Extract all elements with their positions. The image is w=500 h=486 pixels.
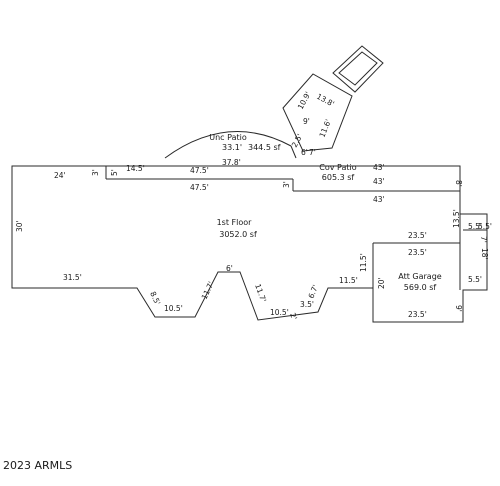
cov-patio-area: 605.3 sf [322,173,355,182]
dim-label: 9' [454,305,463,312]
dim-label: 5.5' [478,222,492,231]
garage-area: 569.0 sf [404,283,437,292]
dim-label: 31.5' [63,273,82,282]
dim-label: 2.5' [290,132,305,149]
unc-patio-area: 344.5 sf [248,143,281,152]
dim-label: 23.5' [408,231,427,240]
dim-label: 11.5' [339,276,358,285]
dim-label: 8.5' [148,290,162,306]
dim-label: 11.6' [318,118,333,139]
dim-label: 43' [373,177,385,186]
dim-label: 7' [309,148,316,157]
dim-label: 23.5' [408,310,427,319]
dim-label: 37.8' [222,158,241,167]
dim-label: 24' [54,171,66,180]
dim-label: 13.5' [452,209,461,228]
cov-patio-label: Cov Patio [319,163,356,172]
first-floor-area: 3052.0 sf [219,230,257,239]
dim-label: 11.7' [200,280,216,301]
dim-label: 13.8' [315,92,336,109]
dim-label: 3' [91,169,100,176]
dim-label: 43' [373,163,385,172]
dim-label: 5' [110,169,119,176]
dim-label: 6' [301,148,308,157]
dim-label: 11.7' [253,283,268,304]
dim-label: 11.5' [359,253,368,272]
dim-label: 8' [454,180,463,187]
first-floor-outline [11,165,488,323]
dim-label: 10.9' [296,90,313,111]
dim-label: 23.5' [408,248,427,257]
dim-label: 10.5' [270,308,289,317]
dim-label: 3.5' [300,300,314,309]
dim-label: 47.5' [190,166,209,175]
dim-label: 9' [303,117,310,126]
dim-label: 14.5' [126,164,145,173]
dim-label: 10.5' [164,304,183,313]
copyright-label: 2023 ARMLS [3,459,73,472]
pool-deck [282,73,353,152]
dim-label: 20' [377,277,386,289]
unc-patio-outline [164,131,292,159]
first-floor-label: 1st Floor [217,218,253,227]
dim-label: 5.5' [468,275,482,284]
pool-shape [332,45,384,93]
copyright-text: 2023 ARMLS [3,459,72,472]
dim-label: 18' [480,248,489,260]
dim-label: 6.7' [307,283,321,299]
dim-label: 43' [373,195,385,204]
dim-label: 6' [226,264,233,273]
dim-label: 30' [15,220,24,232]
dim-label: 3' [282,181,291,188]
garage-label: Att Garage [398,272,442,281]
unc-patio-label: Unc Patio [209,133,247,142]
dim-label: 5.5' [468,222,482,231]
dim-label: 2' [288,312,299,322]
dim-label: 7' [479,236,488,243]
dim-label: 47.5' [190,183,209,192]
unc-patio-dim: 33.1' [222,143,242,152]
